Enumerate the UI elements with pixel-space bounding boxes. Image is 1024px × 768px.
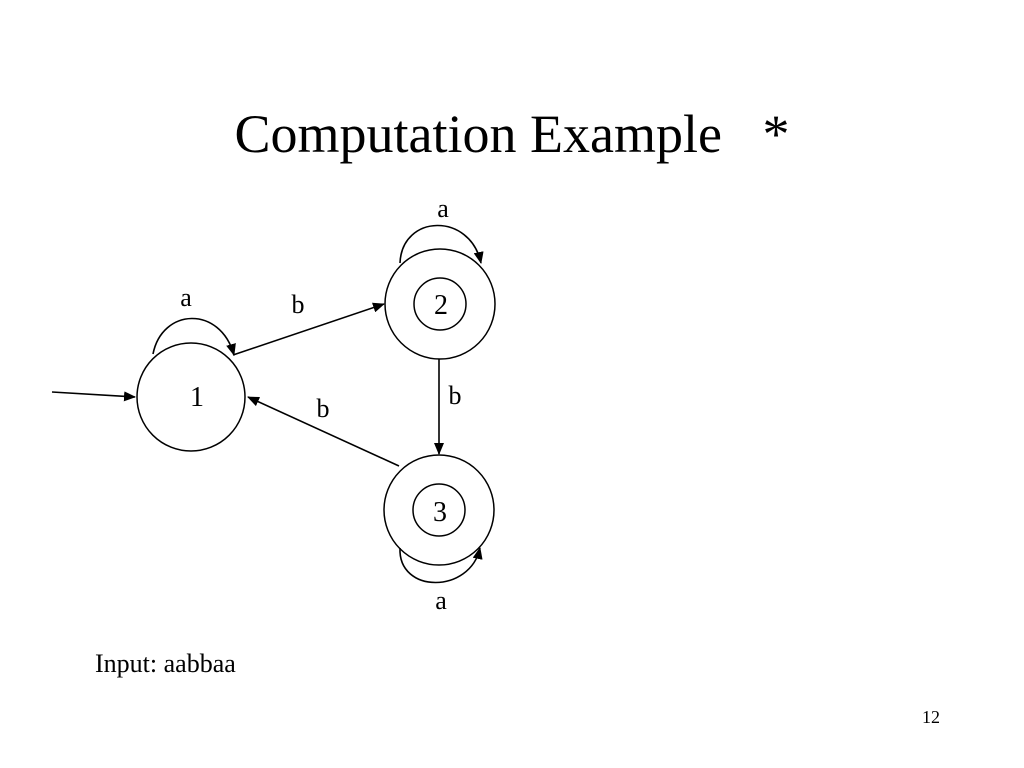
transition-2-3-label: b [449,381,462,410]
transition-2-2-label: a [437,194,449,223]
state-3: 3 [383,454,495,566]
state-2-label: 2 [434,290,448,321]
state-3-label: 3 [433,497,447,528]
transition-3-3-label: a [435,586,447,615]
state-2-outer-circle [384,248,496,360]
transition-1-2-arrow [232,302,385,356]
state-1-circle [136,342,246,452]
state-1: 1 [136,342,246,452]
slide-title: Computation Example * [234,104,790,164]
transition-2-2-arrow [399,224,484,264]
transition-3-1-label: b [317,394,330,423]
transition-1-2-label: b [292,290,305,319]
input-line: Input: aabbaa [95,648,236,680]
input-string: aabbaa [163,649,236,678]
transition-1-1-arrow [152,317,236,356]
start-arrow [51,391,136,402]
state-1-label: 1 [190,382,204,413]
transition-3-3-arrow [399,547,483,584]
input-label: Input: [95,649,158,678]
page-number: 12 [922,707,940,727]
state-3-outer-circle [383,454,495,566]
transition-3-1-arrow [247,396,400,467]
state-2: 2 [384,248,496,360]
state-2-inner-circle [413,277,467,331]
state-3-inner-circle [412,483,466,537]
transition-1-1-label: a [180,283,192,312]
